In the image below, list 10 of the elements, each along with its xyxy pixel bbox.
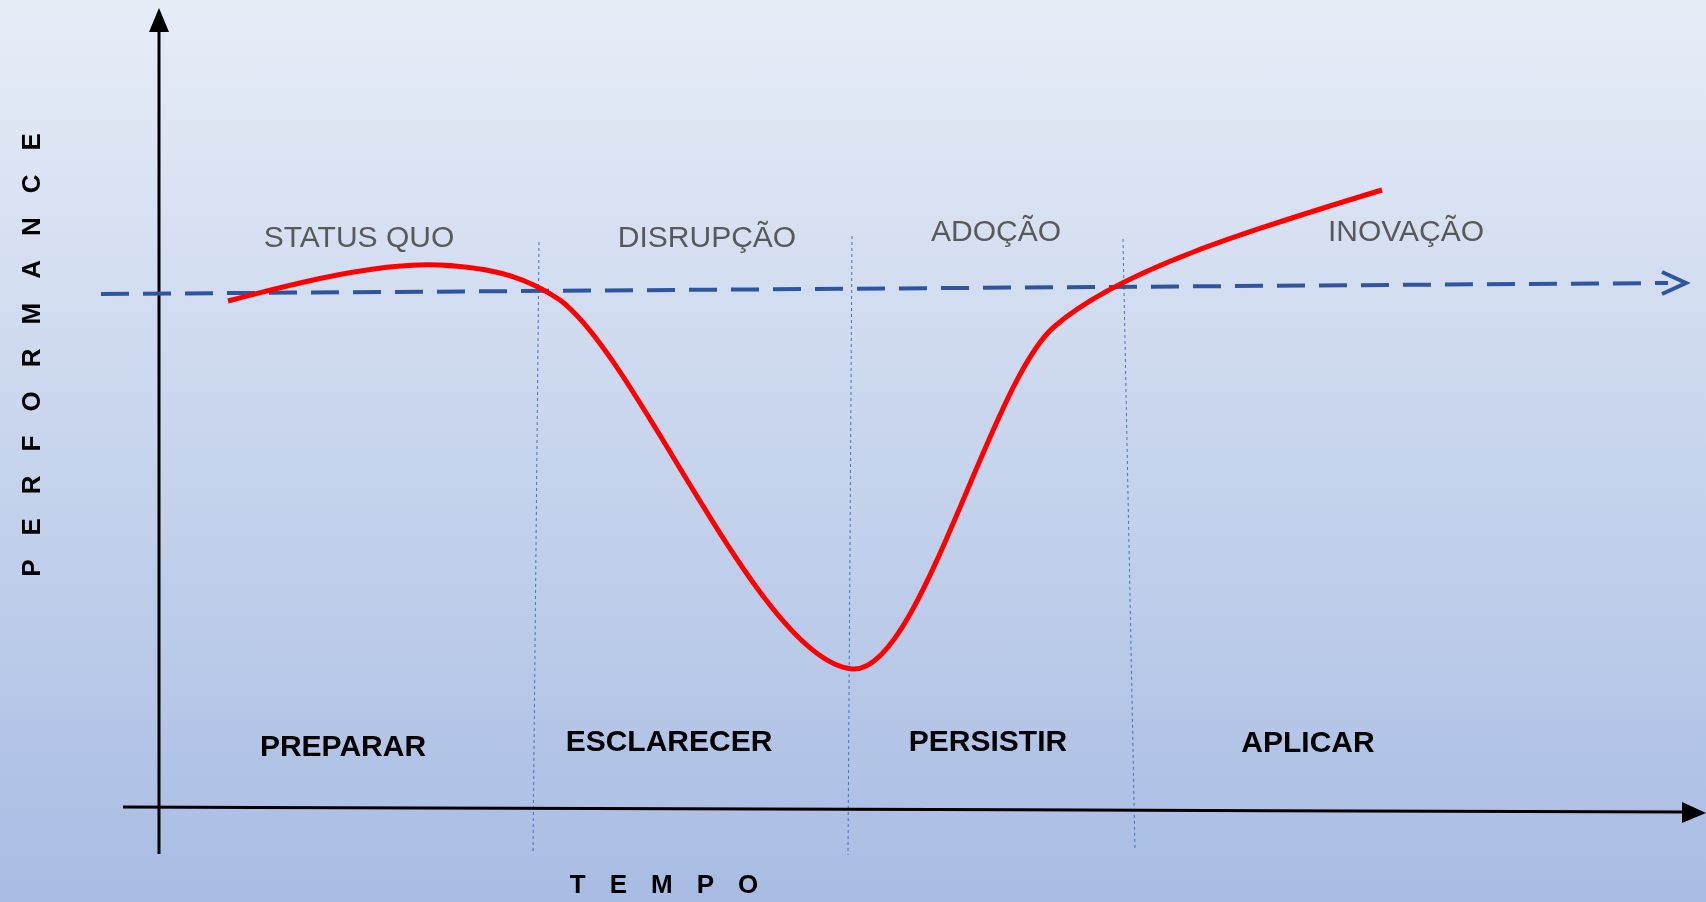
phase-label: INOVAÇÃO [1327, 213, 1485, 247]
y-axis-title: PERFORMANCE [16, 109, 46, 577]
x-axis-title: TEMPO [569, 869, 783, 899]
phase-label: STATUS QUO [263, 219, 455, 253]
action-label: APLICAR [1241, 724, 1375, 758]
phase-label: ADOÇÃO [931, 213, 1061, 247]
action-label: PERSISTIR [908, 723, 1068, 757]
action-label: ESCLARECER [565, 723, 773, 757]
action-label: PREPARAR [259, 728, 427, 762]
phase-label: DISRUPÇÃO [617, 219, 797, 253]
